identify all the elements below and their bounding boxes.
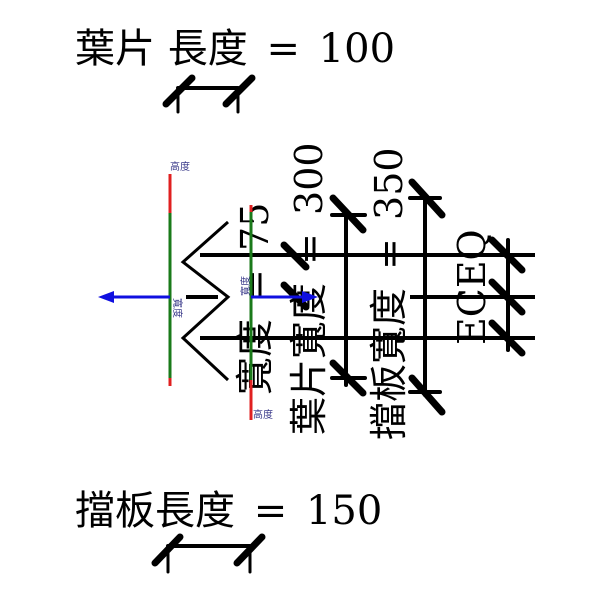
blade-length-annotation: 葉片 長度 = 100	[75, 26, 395, 114]
blade-width-text: 葉片寬度 = 300	[287, 142, 331, 435]
tick-bottom	[408, 374, 446, 416]
blade-width-dimension	[329, 194, 367, 397]
arrow-right-icon	[302, 291, 318, 303]
tick-top	[488, 236, 526, 274]
tick-left	[151, 533, 184, 567]
width-label-left: 寬度	[171, 298, 184, 318]
tick-right	[233, 533, 266, 567]
height-label-bottom: 高度	[253, 408, 273, 421]
arrow-left-icon	[98, 291, 114, 303]
zigzag-symbol	[180, 220, 231, 382]
blade-length-text: 葉片 長度 = 100	[75, 26, 395, 72]
tick-left	[162, 74, 196, 108]
horizontal-lines	[186, 253, 535, 340]
tick-top	[329, 194, 367, 234]
baffle-length-annotation: 擋板長度 = 150	[75, 488, 382, 574]
eq-dimension	[488, 236, 526, 357]
tick-right	[222, 74, 256, 108]
left-axis-gizmo: 高度 寬度	[98, 160, 190, 386]
tick-upper	[280, 241, 310, 271]
height-label-top: 高度	[170, 160, 190, 173]
width-label-right: 寬度	[239, 276, 252, 296]
blade-length-dimension	[162, 74, 256, 114]
baffle-length-dimension	[151, 533, 266, 574]
tick-bottom	[488, 319, 526, 357]
spacing-width-text: 寬度 = 75	[233, 203, 277, 395]
eq-text: ECEQ	[450, 229, 494, 345]
tick-mid	[488, 278, 526, 316]
right-axis-gizmo: 高度 寬度	[239, 205, 318, 421]
tick-top	[408, 178, 446, 219]
tick-bottom	[329, 359, 367, 397]
baffle-length-text: 擋板長度 = 150	[75, 488, 382, 534]
baffle-width-text: 擋板寬度 = 350	[367, 147, 411, 440]
baffle-width-dimension	[408, 178, 446, 416]
